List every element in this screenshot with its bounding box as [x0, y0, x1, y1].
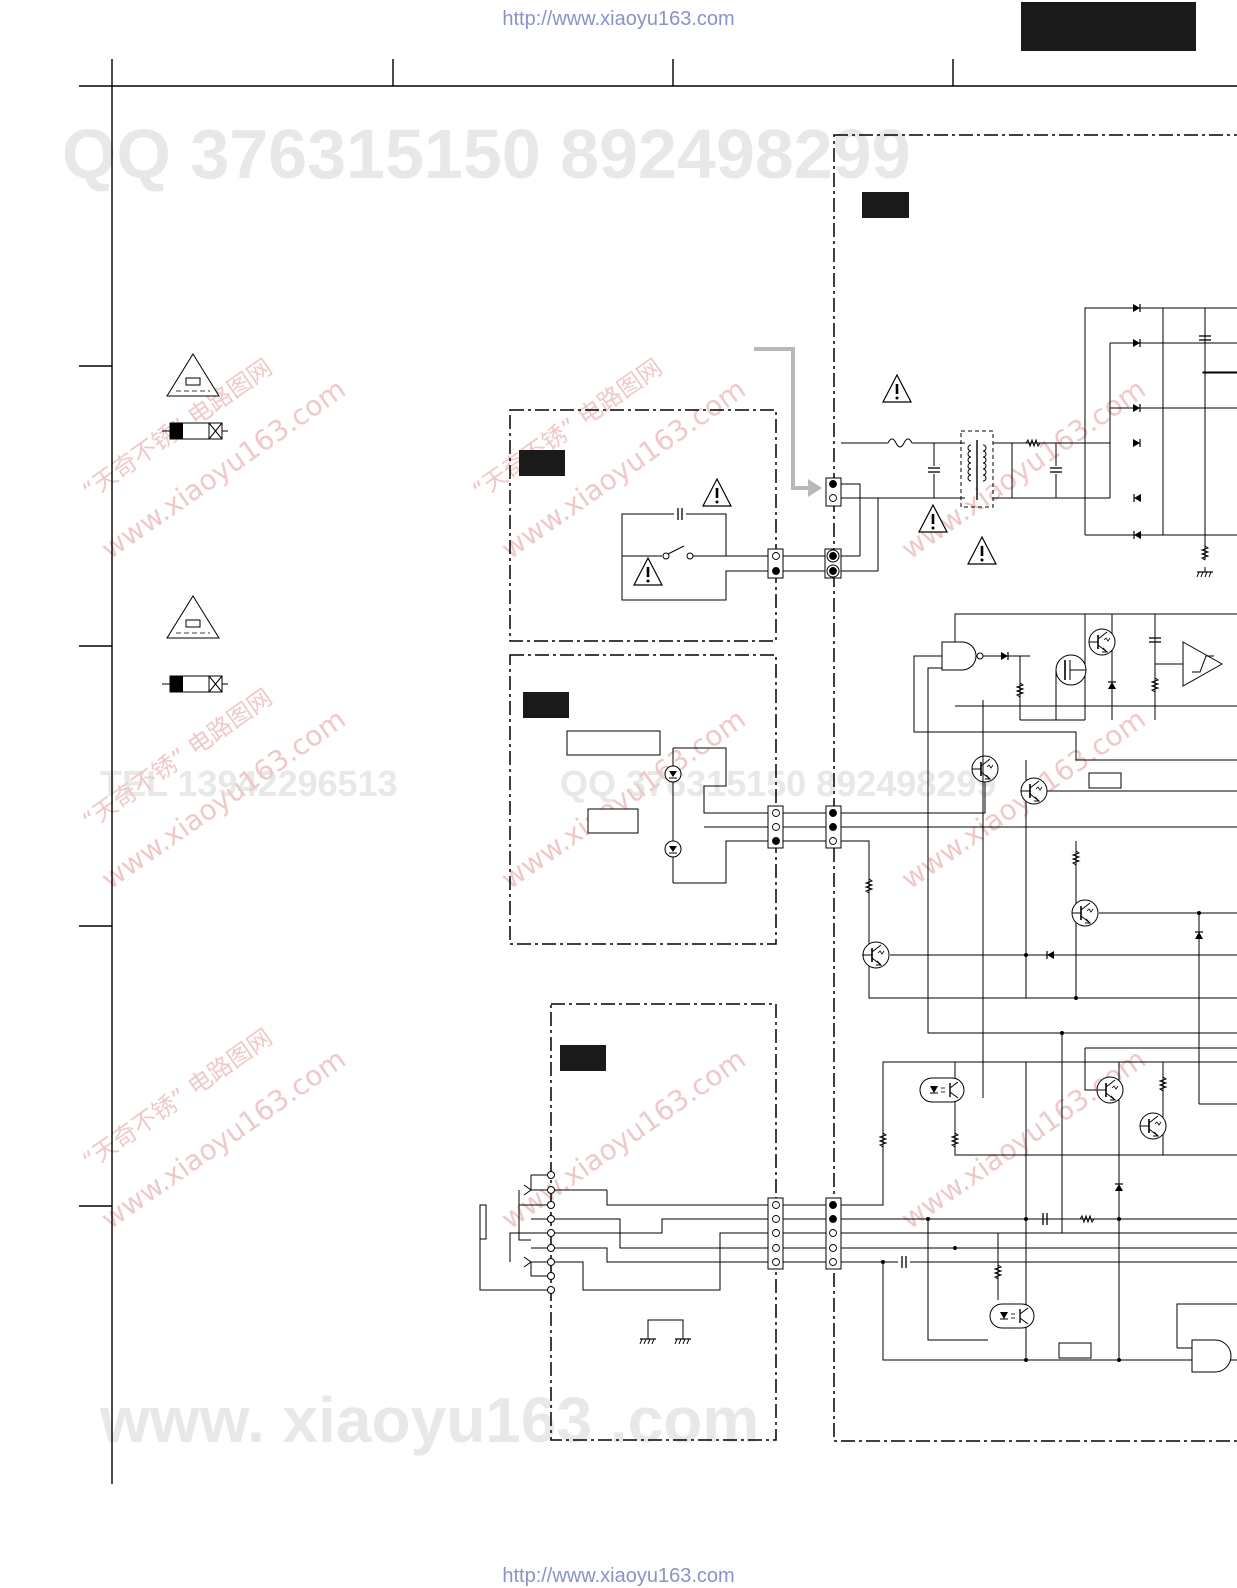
watermark-diag-site-8: www.xiaoyu163.com — [495, 1042, 752, 1235]
ground-icon — [1196, 566, 1214, 578]
transistor-icon — [1088, 628, 1116, 656]
watermark-diag-site-3: www.xiaoyu163.com — [895, 372, 1152, 565]
warning-triangle-icon — [881, 373, 913, 404]
mains-input-circuit — [841, 307, 1237, 560]
warning-triangle-icon — [632, 556, 664, 587]
legend-safety-fuse-1 — [166, 353, 220, 397]
ac-input-arrow — [754, 347, 810, 490]
ground-icon — [674, 1333, 692, 1345]
transistor-icon — [862, 941, 890, 969]
source-url-top[interactable]: http://www.xiaoyu163.com — [502, 8, 735, 30]
main-board-label — [862, 192, 909, 218]
transistor-icon — [1071, 899, 1099, 927]
legend-fuse-symbol-1 — [162, 422, 228, 440]
transistor-icon — [1020, 777, 1048, 805]
main-board-outline — [833, 134, 1237, 1442]
transistor-icon — [1096, 1076, 1124, 1104]
jack-board-label — [560, 1045, 606, 1071]
diode-icon — [1133, 530, 1142, 540]
optocoupler-icon — [989, 1303, 1035, 1329]
warning-triangle-icon — [966, 535, 998, 566]
source-url-bottom[interactable]: http://www.xiaoyu163.com — [502, 1565, 735, 1587]
legend-safety-fuse-2 — [166, 595, 220, 639]
watermark-mid: QQ 376315150 892498299 — [560, 763, 996, 804]
diode-icon — [1132, 338, 1141, 348]
watermark-diag-site-9: www.xiaoyu163.com — [895, 1042, 1152, 1235]
diode-icon — [1132, 303, 1141, 313]
diode-icon — [1000, 651, 1009, 661]
diode-icon — [1107, 681, 1117, 690]
legend-fuse-symbol-2 — [162, 675, 228, 693]
watermark-tel: TEL 13942296513 — [100, 763, 398, 804]
jack-interface-circuit — [479, 700, 1237, 1373]
transistor-icon — [1139, 1112, 1167, 1140]
warning-triangle-icon — [701, 477, 733, 508]
diode-icon — [1194, 931, 1204, 940]
page-frame — [79, 59, 1237, 1484]
watermark-diag-cn-2: “天奇不锈” 电路图网 — [467, 353, 667, 505]
led-board-label — [523, 692, 569, 718]
led-icon — [664, 765, 682, 783]
diode-icon — [1133, 493, 1142, 503]
transistor-icon — [971, 755, 999, 783]
diode-icon — [1132, 438, 1141, 448]
diode-icon — [1046, 950, 1055, 960]
led-icon — [664, 840, 682, 858]
ground-icon — [639, 1333, 657, 1345]
led-indicator-circuit — [566, 730, 1237, 1048]
watermark-site: www. xiaoyu163 .com — [99, 1384, 759, 1456]
led-board-outline — [509, 654, 777, 945]
switch-board-outline — [509, 409, 777, 642]
optocoupler-icon — [919, 1077, 965, 1103]
watermark-qq: QQ 376315150 892498299 — [62, 115, 911, 193]
switch-board-label — [519, 450, 565, 476]
diode-icon — [1114, 1183, 1124, 1192]
standby-control-circuit — [913, 613, 1237, 1034]
page-tab-block — [1021, 2, 1196, 51]
